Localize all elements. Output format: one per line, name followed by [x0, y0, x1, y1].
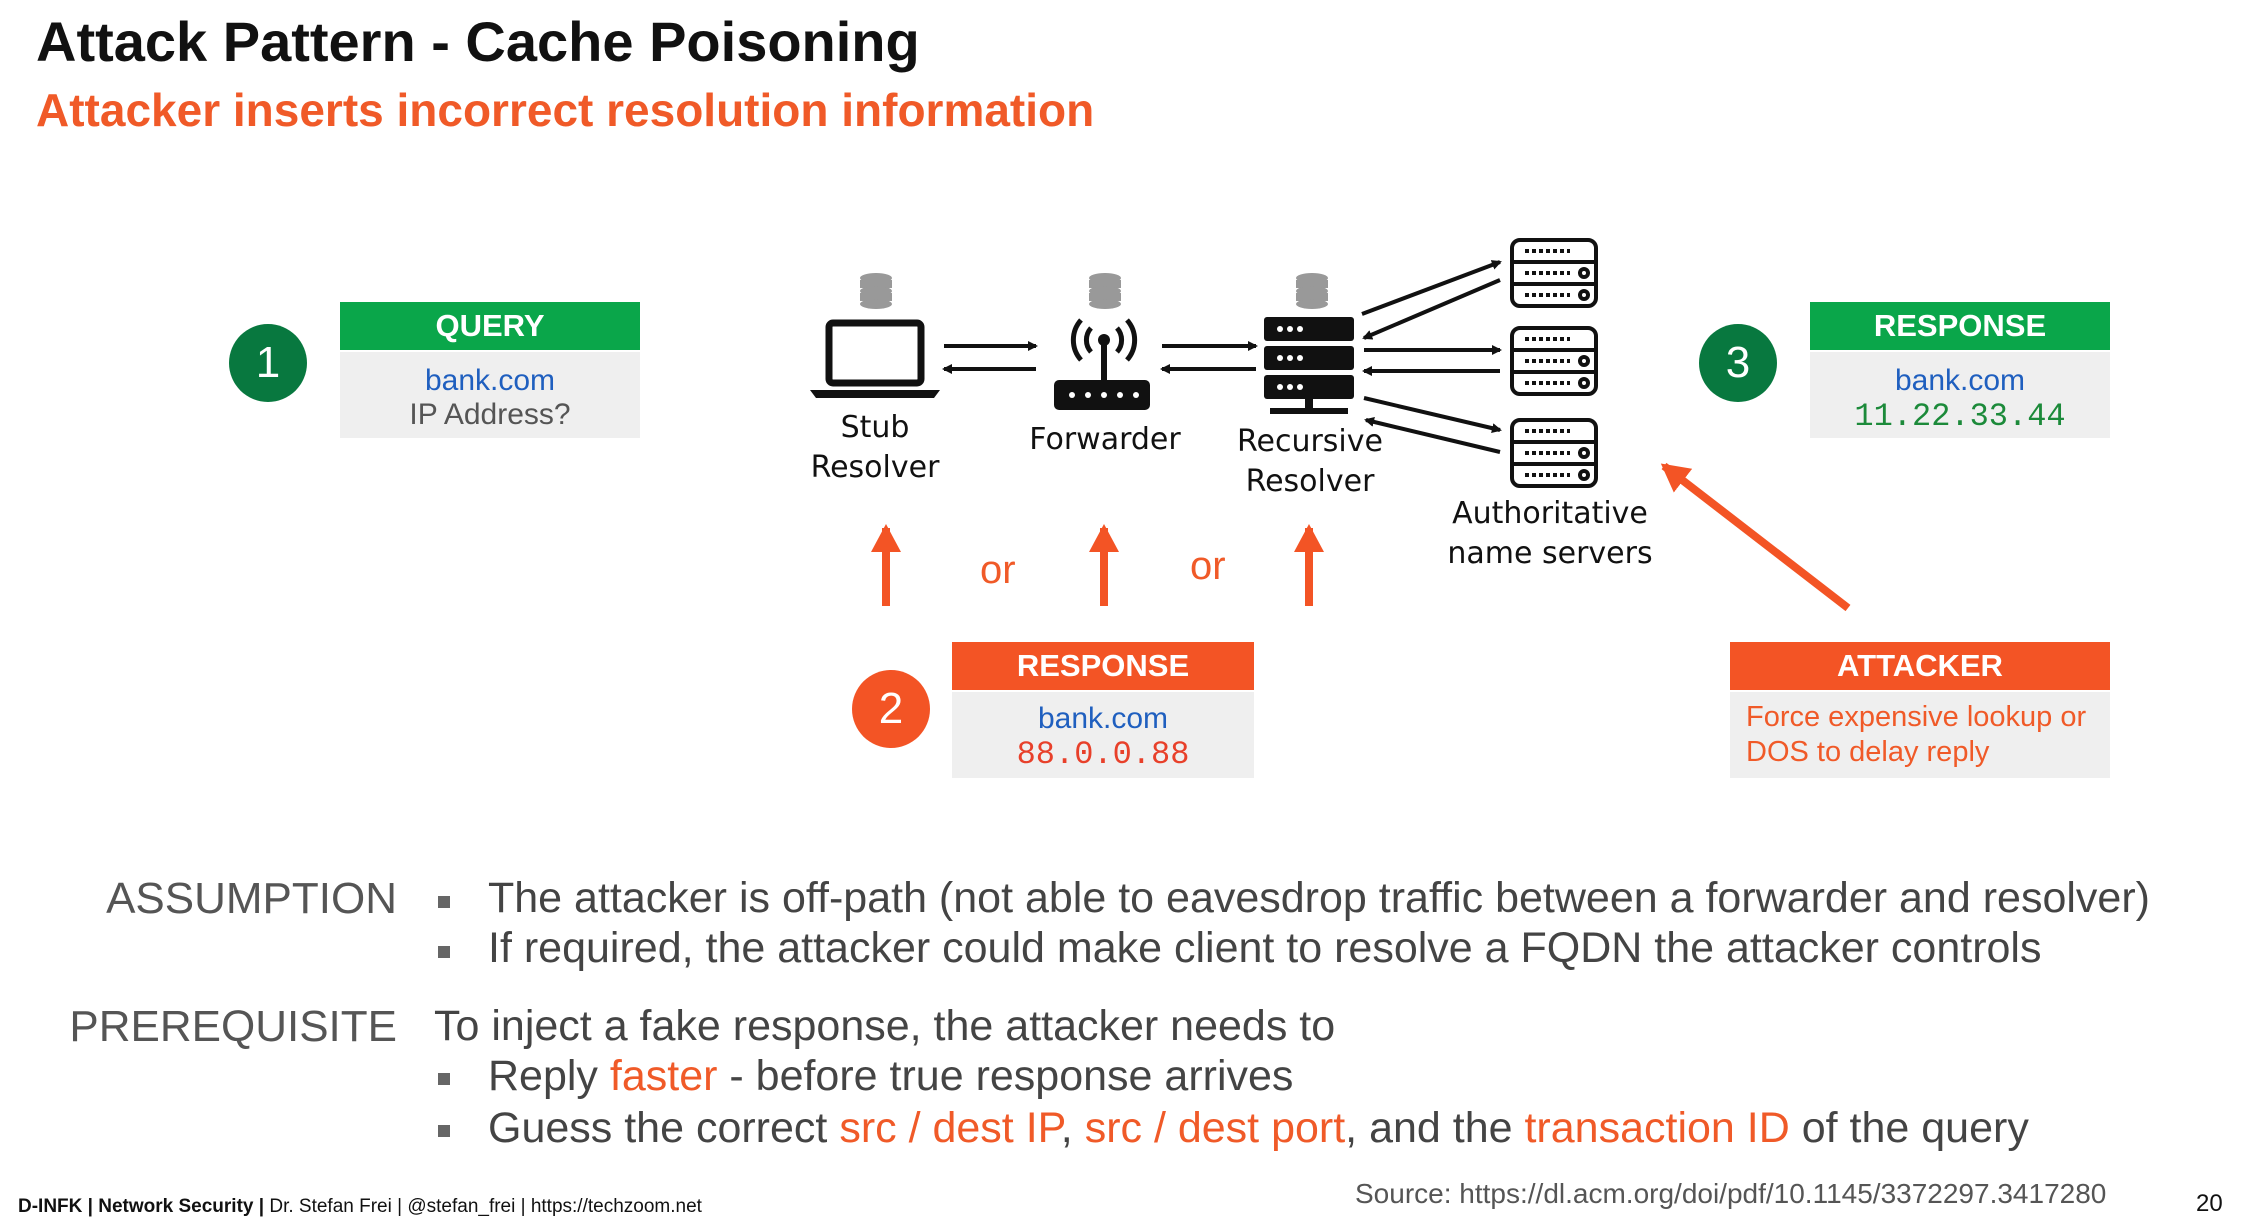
bullet-icon — [438, 946, 450, 958]
server-icon — [1510, 238, 1598, 308]
router-icon — [1054, 318, 1150, 410]
attacker-line-2: DOS to delay reply — [1746, 736, 1990, 768]
server-icon — [1510, 326, 1598, 396]
laptop-icon — [810, 319, 940, 398]
database-icon — [860, 273, 892, 309]
attacker-header: ATTACKER — [1730, 642, 2110, 690]
recursive-resolver-label: Recursive Resolver — [1237, 424, 1383, 499]
bullet-icon — [438, 896, 450, 908]
page-number: 20 — [2196, 1190, 2223, 1217]
prerequisite-item-1: Reply faster - before true response arri… — [488, 1052, 1294, 1100]
query-header: QUERY — [340, 302, 640, 350]
response-2-body: bank.com 88.0.0.88 — [952, 692, 1254, 778]
response-3-ip: 11.22.33.44 — [1854, 398, 2066, 435]
flow-arrows — [942, 260, 1502, 454]
response-2-ip: 88.0.0.88 — [1016, 736, 1190, 773]
query-question: IP Address? — [409, 398, 571, 431]
authoritative-servers-label: Authoritative name servers — [1447, 496, 1653, 571]
prerequisite-intro: To inject a fake response, the attacker … — [434, 1002, 1336, 1050]
page-subtitle: Attacker inserts incorrect resolution in… — [36, 84, 1095, 136]
footer: D-INFK | Network Security | Dr. Stefan F… — [18, 1196, 702, 1217]
stub-resolver-label: Stub Resolver — [810, 410, 940, 485]
attacker-line-1: Force expensive lookup or — [1746, 701, 2087, 733]
attacker-body: Force expensive lookup or DOS to delay r… — [1730, 692, 2110, 778]
or-label: or — [980, 548, 1016, 592]
response-2-domain: bank.com — [1037, 702, 1169, 735]
step-2-badge: 2 — [852, 670, 930, 748]
forwarder-label: Forwarder — [1029, 422, 1181, 457]
step-1-badge: 1 — [229, 324, 307, 402]
server-stack-icon — [1264, 317, 1354, 414]
database-icon — [1089, 273, 1121, 309]
server-icon — [1510, 418, 1598, 488]
bullet-icon — [438, 1073, 450, 1085]
response-3-domain: bank.com — [1894, 364, 2026, 397]
assumption-item: If required, the attacker could make cli… — [488, 924, 2042, 972]
query-body: bank.com IP Address? — [340, 352, 640, 438]
prerequisite-item-2: Guess the correct src / dest IP, src / d… — [488, 1104, 2029, 1152]
page-title: Attack Pattern - Cache Poisoning — [36, 10, 920, 73]
attack-arrows — [871, 462, 1851, 612]
response-3-body: bank.com 11.22.33.44 — [1810, 352, 2110, 438]
or-label: or — [1190, 544, 1226, 588]
response-2-header: RESPONSE — [952, 642, 1254, 690]
assumption-label: ASSUMPTION — [106, 874, 397, 923]
prerequisite-label: PREREQUISITE — [69, 1002, 397, 1051]
step-3-badge: 3 — [1699, 324, 1777, 402]
query-domain: bank.com — [424, 364, 556, 397]
response-3-header: RESPONSE — [1810, 302, 2110, 350]
database-icon — [1296, 273, 1328, 309]
source-citation: Source: https://dl.acm.org/doi/pdf/10.11… — [1355, 1178, 2107, 1209]
assumption-item: The attacker is off-path (not able to ea… — [488, 874, 2150, 922]
bullet-icon — [438, 1125, 450, 1137]
